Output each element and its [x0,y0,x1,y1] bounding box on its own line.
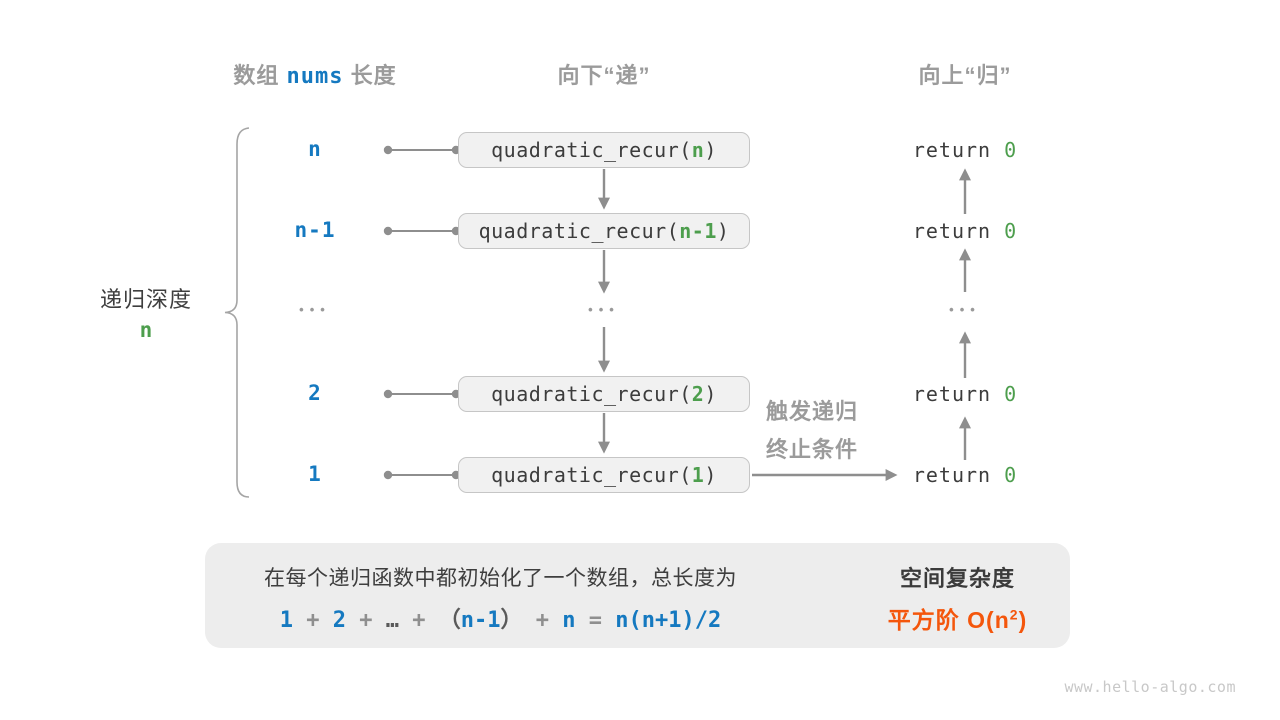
call-text: quadratic_recur( [491,463,692,487]
formula-term: 1 [279,608,293,633]
row-connectors [383,145,461,480]
length-ellipsis: ••• [299,302,331,317]
formula-term: n-1 [460,608,501,633]
call-arg: 2 [691,382,705,406]
complexity-suffix: ) [1018,607,1028,633]
call-text: ) [716,219,730,243]
call-box-n-1: quadratic_recur(n-1) [458,213,750,249]
call-arg: 1 [691,463,705,487]
summary-text: 在每个递归函数中都初始化了一个数组，总长度为 [264,567,737,590]
length-label-n: n [308,137,322,161]
trigger-annotation-line2: 终止条件 [765,437,858,462]
return-text: return [912,138,1005,162]
website-footer: www.hello-algo.com [1064,678,1236,696]
formula-op: + [293,608,333,633]
recursion-depth-brace [224,127,250,498]
return-label-n: return 0 [885,138,1045,162]
formula-term: n [562,608,576,633]
return-ellipsis: ••• [949,302,981,317]
formula-ellipsis: … [385,608,399,633]
header-upward-return: 向上“归” [918,63,1012,88]
call-text: quadratic_recur( [491,382,692,406]
summary-panel [205,543,1070,648]
call-text: ) [704,138,717,162]
recursion-depth-label: 递归深度 [99,287,192,312]
formula-paren: （ [438,608,461,633]
call-box-2: quadratic_recur(2) [458,376,750,412]
space-complexity-value: 平方阶 O(n2) [860,601,1055,635]
formula-term: 2 [332,608,346,633]
call-arg: n [691,138,705,162]
return-label-2: return 0 [885,382,1045,406]
return-text: return [912,463,1005,487]
length-label-n-1: n-1 [294,218,336,242]
formula-op: = [575,608,616,633]
recursion-depth-n: n [139,318,153,342]
call-box-n: quadratic_recur(n) [458,132,750,168]
space-complexity-title: 空间复杂度 [899,566,1015,591]
formula-op: + [346,608,386,633]
return-value: 0 [1004,463,1018,487]
return-value: 0 [1004,138,1018,162]
summary-formula: 1 + 2 + … + （n-1） + n = n(n+1)/2 [228,602,773,634]
header-array-length: 数组 nums 长度 [205,58,425,90]
complexity-exponent: 2 [1009,606,1019,623]
return-label-1: return 0 [885,463,1045,487]
return-text: return [912,219,1005,243]
length-label-1: 1 [308,462,322,486]
return-value: 0 [1004,219,1018,243]
header-nums-code: nums [286,64,344,89]
formula-paren: ） [500,608,523,633]
return-label-n-1: return 0 [885,219,1045,243]
call-arg: n-1 [679,219,717,243]
complexity-prefix: 平方阶 O(n [887,607,1010,633]
formula-op: + [522,608,563,633]
return-text: return [912,382,1005,406]
header-downward-recurse: 向下“递” [557,63,651,88]
call-text: quadratic_recur( [478,219,680,243]
call-text: ) [704,382,717,406]
call-ellipsis: ••• [588,302,620,317]
call-text: quadratic_recur( [491,138,692,162]
header-array-length-prefix: 数组 [233,63,287,88]
return-value: 0 [1004,382,1018,406]
call-text: ) [704,463,717,487]
call-box-1: quadratic_recur(1) [458,457,750,493]
formula-op: + [399,608,439,633]
length-label-2: 2 [308,381,322,405]
header-array-length-suffix: 长度 [343,63,397,88]
formula-result: n(n+1)/2 [615,608,722,633]
trigger-annotation-line1: 触发递归 [765,399,858,424]
